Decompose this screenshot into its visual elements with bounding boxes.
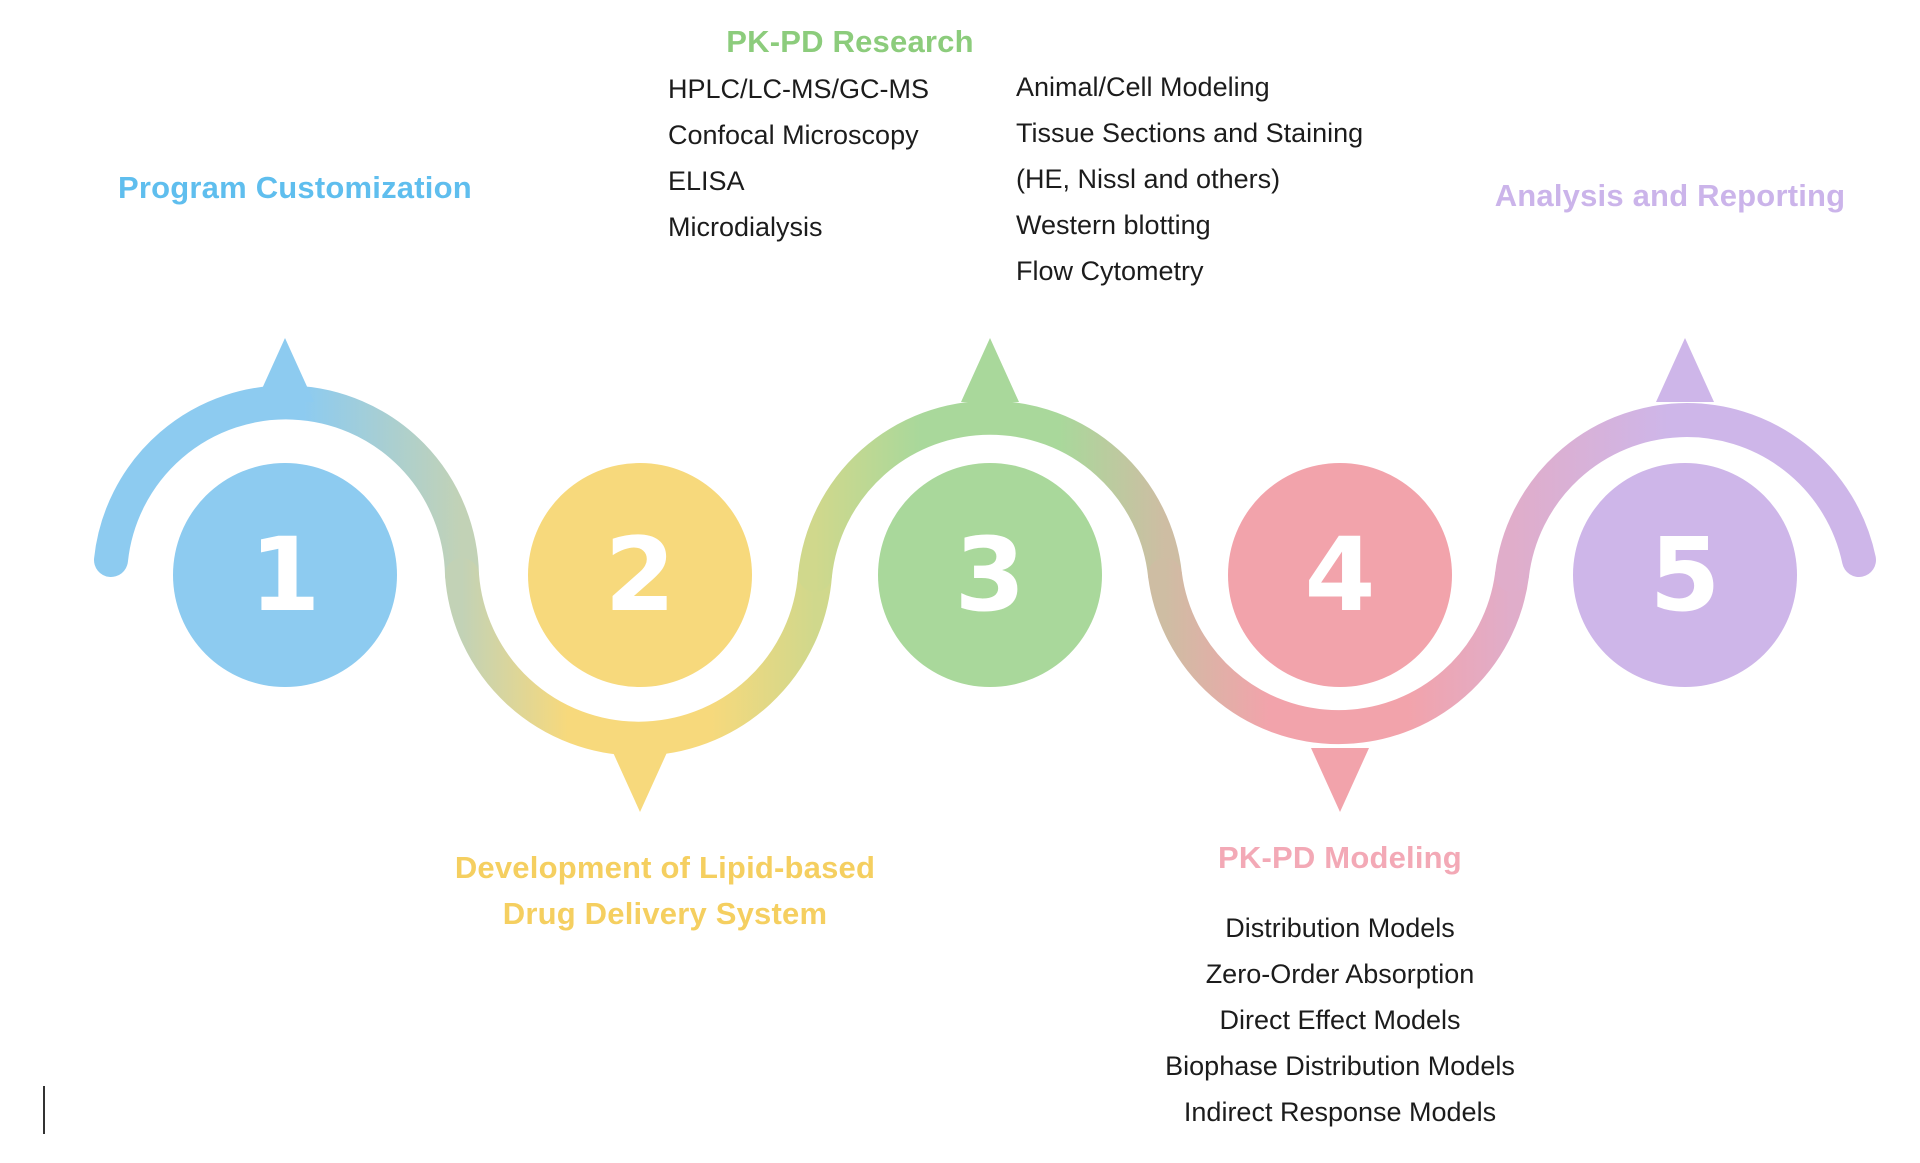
step-circle-5: 5: [1573, 463, 1797, 687]
step2-title-line1: Development of Lipid-based: [454, 850, 876, 885]
step-number-1: 1: [249, 515, 321, 635]
arrow-down-step4-icon: [1311, 748, 1369, 812]
pkpd-research-methods-col2: Animal/Cell Modeling Tissue Sections and…: [1016, 64, 1363, 294]
pkpd-research-methods-col1: HPLC/LC-MS/GC-MS Confocal Microscopy ELI…: [668, 66, 929, 250]
method-item: Flow Cytometry: [1016, 256, 1204, 286]
step1-title: Program Customization: [118, 170, 472, 205]
step-number-2: 2: [604, 515, 676, 635]
model-item: Biophase Distribution Models: [1165, 1051, 1515, 1081]
pkpd-modeling-list: Distribution Models Zero-Order Absorptio…: [1090, 905, 1590, 1135]
step-circle-3: 3: [878, 463, 1102, 687]
method-item: Confocal Microscopy: [668, 120, 919, 150]
step2-title: Development of Lipid-based Drug Delivery…: [420, 845, 910, 937]
arrow-up-step3-icon: [961, 338, 1019, 402]
model-item: Direct Effect Models: [1219, 1005, 1461, 1035]
arrow-down-step2-icon: [611, 748, 669, 812]
model-item: Distribution Models: [1225, 913, 1455, 943]
method-item: Animal/Cell Modeling: [1016, 72, 1270, 102]
ribbon-arc-3: [798, 400, 1182, 592]
ribbon-arc-4: [1148, 558, 1529, 745]
method-item: Tissue Sections and Staining: [1016, 118, 1364, 148]
step-number-3: 3: [954, 515, 1026, 635]
method-item: ELISA: [668, 166, 745, 196]
step-circle-4: 4: [1228, 463, 1452, 687]
method-item: (HE, Nissl and others): [1016, 164, 1281, 194]
ribbon-arc-2: [445, 558, 832, 756]
step5-title: Analysis and Reporting: [1494, 178, 1846, 213]
arrow-up-step5-icon: [1656, 338, 1714, 402]
step-number-4: 4: [1304, 515, 1376, 635]
ribbon-arc-1: [94, 385, 479, 592]
step3-title: PK-PD Research: [726, 24, 974, 59]
method-item: Microdialysis: [668, 212, 823, 242]
model-item: Indirect Response Models: [1183, 1097, 1497, 1127]
step4-title: PK-PD Modeling: [1218, 840, 1462, 875]
step-circle-1: 1: [173, 463, 397, 687]
step-circle-2: 2: [528, 463, 752, 687]
step-number-5: 5: [1649, 515, 1721, 635]
method-item: Western blotting: [1016, 210, 1211, 240]
step2-title-line2: Drug Delivery System: [502, 896, 828, 931]
method-item: HPLC/LC-MS/GC-MS: [668, 74, 930, 104]
arrow-up-step1-icon: [256, 338, 314, 402]
ribbon-arc-5: [1495, 403, 1876, 592]
model-item: Zero-Order Absorption: [1205, 959, 1475, 989]
text-cursor: [43, 1086, 45, 1134]
